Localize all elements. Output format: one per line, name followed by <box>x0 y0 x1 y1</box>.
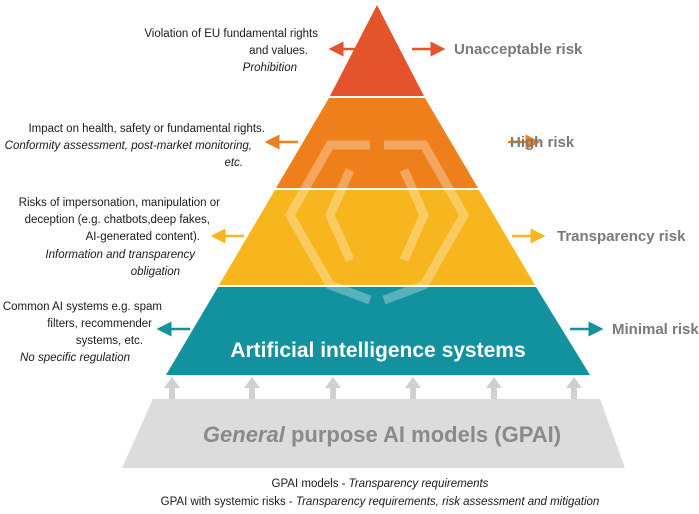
svg-text:No specific regulation: No specific regulation <box>20 352 130 364</box>
desc-high: Impact on health, safety or fundamental … <box>5 123 265 169</box>
band-transparency <box>219 190 535 285</box>
brain-circuit-icon <box>284 140 470 305</box>
desc-minimal: Common AI systems e.g. spam filters, rec… <box>3 301 162 364</box>
svg-text:obligation: obligation <box>131 266 180 278</box>
svg-text:Common AI systems e.g. spam: Common AI systems e.g. spam <box>3 301 162 313</box>
svg-text:Conformity assessment, post-ma: Conformity assessment, post-market monit… <box>5 140 252 152</box>
risk-label-minimal: Minimal risk <box>612 321 699 338</box>
gpai-note-1: GPAI models - Transparency requirements <box>272 478 489 490</box>
desc-unacceptable: Violation of EU fundamental rights and v… <box>144 28 318 74</box>
band-minimal <box>166 287 590 375</box>
svg-text:Impact on health, safety or fu: Impact on health, safety or fundamental … <box>28 123 265 135</box>
svg-text:etc.: etc. <box>224 157 243 169</box>
level-arrows <box>156 41 604 337</box>
svg-text:filters, recommender: filters, recommender <box>47 318 152 330</box>
risk-label-transparency: Transparency risk <box>557 228 686 245</box>
svg-text:Prohibition: Prohibition <box>243 62 297 74</box>
ai-systems-label: Artificial intelligence systems <box>230 339 525 362</box>
gpai-label: General purpose AI models (GPAI) <box>203 422 561 447</box>
svg-text:Risks of impersonation, manipu: Risks of impersonation, manipulation or <box>19 197 221 209</box>
gpai-up-arrows <box>164 377 582 399</box>
risk-label-high: High risk <box>510 134 575 151</box>
gpai-base <box>122 399 625 468</box>
svg-text:Violation of EU fundamental ri: Violation of EU fundamental rights <box>144 28 318 40</box>
risk-label-unacceptable: Unacceptable risk <box>454 41 583 58</box>
gpai-note-2: GPAI with systemic risks - Transparency … <box>161 496 600 508</box>
band-unacceptable <box>330 5 424 96</box>
desc-transparency: Risks of impersonation, manipulation or … <box>19 197 221 278</box>
svg-text:AI-generated content).: AI-generated content). <box>86 231 200 243</box>
svg-text:deception (e.g. chatbots,deep: deception (e.g. chatbots,deep fakes, <box>25 214 210 226</box>
svg-text:Information and transparency: Information and transparency <box>45 249 196 261</box>
band-high <box>276 98 478 188</box>
svg-text:systems, etc.: systems, etc. <box>76 335 143 347</box>
svg-text:and values.: and values. <box>249 45 308 57</box>
